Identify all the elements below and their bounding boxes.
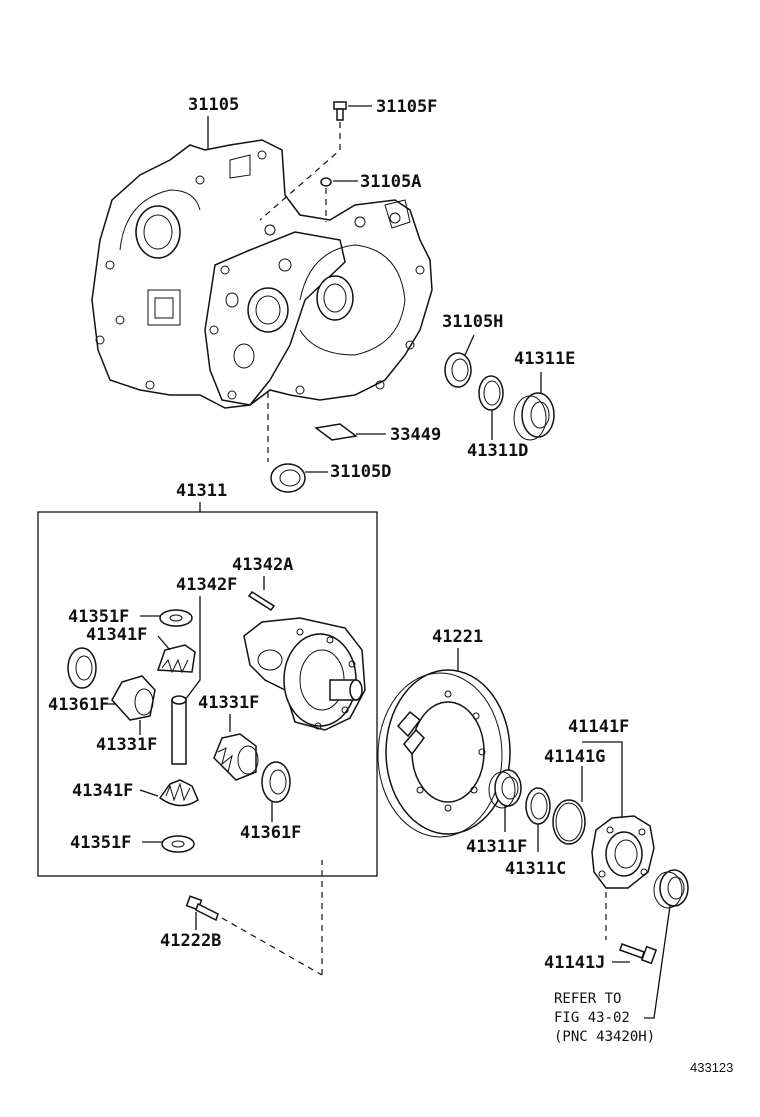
label-31105f: 31105F (376, 97, 437, 117)
side-gear-41331f-left (111, 675, 156, 721)
label-31105d: 31105D (330, 462, 391, 482)
plug-bolt-31105f (333, 101, 347, 121)
magnet-33449 (314, 423, 358, 441)
side-gear-41331f-right (213, 733, 259, 781)
reference-note-line3: (PNC 43420H) (554, 1029, 655, 1045)
thrust-washer-41351f-top (159, 609, 193, 627)
label-41361f-bottom: 41361F (240, 823, 301, 843)
bearing-41311f (488, 769, 522, 809)
label-31105a: 31105A (360, 172, 421, 192)
label-41222b: 41222B (160, 931, 221, 951)
oil-seal-31105d (270, 463, 306, 493)
label-41351f-top: 41351F (68, 607, 129, 627)
label-41341f-bottom: 41341F (72, 781, 133, 801)
label-41311: 41311 (176, 481, 227, 501)
label-41342f: 41342F (176, 575, 237, 595)
label-41141f: 41141F (568, 717, 629, 737)
bearing-41311e (513, 392, 555, 441)
o-ring-41141g (552, 799, 586, 845)
label-41361f-left: 41361F (48, 695, 109, 715)
label-41341f-top: 41341F (86, 625, 147, 645)
label-41342a: 41342A (232, 555, 293, 575)
label-41311e: 41311E (514, 349, 575, 369)
label-33449: 33449 (390, 425, 441, 445)
pin-41342a (247, 590, 276, 612)
label-41331f-right: 41331F (198, 693, 259, 713)
label-41351f-bottom: 41351F (70, 833, 131, 853)
bearing-retainer-41141f (591, 815, 655, 889)
pinion-shaft-41342f (171, 695, 187, 765)
pinion-gear-41341f-bottom (158, 779, 199, 807)
label-41331f-left: 41331F (96, 735, 157, 755)
oil-seal-31105h (444, 352, 472, 388)
reference-note-line1: REFER TO (554, 991, 621, 1007)
reference-note-line2: FIG 43-02 (554, 1010, 630, 1026)
thrust-washer-41361f-right (261, 761, 291, 803)
label-41311d: 41311D (467, 441, 528, 461)
shim-41311d (478, 375, 504, 411)
assembly-box-41311 (37, 511, 378, 877)
thrust-washer-41361f-left (67, 647, 97, 689)
label-31105: 31105 (188, 95, 239, 115)
label-41141j: 41141J (544, 953, 605, 973)
bolt-41222b (185, 895, 219, 922)
figure-number: 433123 (690, 1060, 733, 1075)
ring-gear-41221 (377, 669, 511, 838)
label-41311c: 41311C (505, 859, 566, 879)
label-41311f: 41311F (466, 837, 527, 857)
pinion-gear-41341f-top (156, 644, 196, 674)
oil-seal-ref-43420h (653, 869, 689, 909)
thrust-washer-41351f-bottom (161, 835, 195, 853)
label-41141g: 41141G (544, 747, 605, 767)
label-31105h: 31105H (442, 312, 503, 332)
washer-31105a (320, 177, 332, 187)
label-41221: 41221 (432, 627, 483, 647)
bolt-41141j (619, 943, 658, 965)
differential-case (243, 617, 366, 731)
transaxle-case (91, 139, 433, 409)
